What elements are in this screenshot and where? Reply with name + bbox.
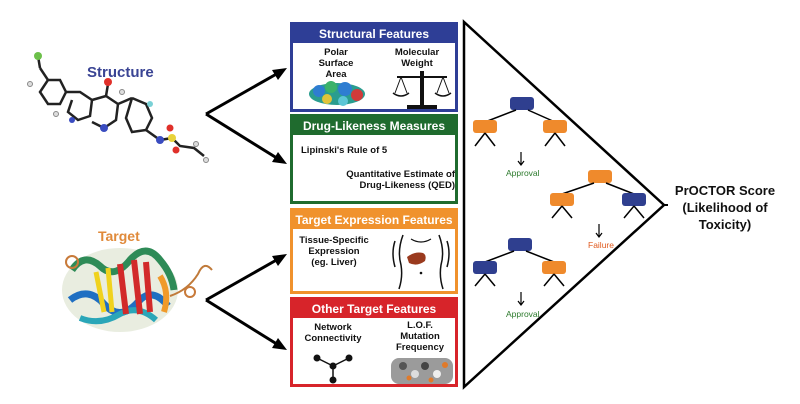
other-target-header: Other Target Features: [293, 300, 455, 318]
score-line-2: (Likelihood of: [682, 200, 768, 215]
structure-title: Structure: [87, 64, 154, 81]
arrowhead-structural: [272, 68, 287, 80]
target-title: Target: [98, 228, 140, 244]
drug-likeness-header: Drug-Likeness Measures: [293, 117, 455, 135]
outcome-approval-1: Approval: [506, 168, 540, 178]
arrowhead-other: [272, 338, 287, 350]
decision-tree-3: [473, 238, 566, 306]
protein-structure-icon: [391, 358, 453, 384]
score-line-1: PrOCTOR Score: [674, 183, 776, 198]
tree-node-blue: [473, 261, 497, 274]
score-triangle: [462, 19, 666, 390]
torso-icon: [392, 234, 450, 290]
lipinski-label: Lipinski's Rule of 5: [301, 145, 388, 156]
molecule-atoms-icon: [27, 52, 209, 163]
lof-mutation-label: L.O.F. Mutation Frequency: [395, 320, 445, 353]
structural-features-box: Structural Features Polar Surface Area M…: [290, 22, 458, 112]
arrow-target-icon: [205, 256, 281, 348]
network-icon: [313, 354, 353, 384]
tissue-expression-label: Tissue-Specific Expression (eg. Liver): [299, 235, 369, 268]
arrowhead-druglike: [272, 152, 287, 164]
tree-node-blue: [622, 193, 646, 206]
arrow-structure-icon: [205, 70, 281, 162]
surface-blob-icon: [309, 81, 365, 106]
decision-tree-1: [473, 97, 567, 166]
drug-likeness-box: Drug-Likeness Measures Lipinski's Rule o…: [290, 114, 458, 204]
molecular-weight-label: Molecular Weight: [394, 47, 440, 69]
proctor-score-label: PrOCTOR Score (Likelihood of Toxicity): [670, 182, 780, 233]
tree-node-orange: [588, 170, 612, 183]
tree-node-blue: [508, 238, 532, 251]
arrowhead-expression: [272, 254, 287, 266]
score-line-3: Toxicity): [698, 217, 752, 232]
scale-icon: [392, 71, 452, 109]
polar-surface-area-label: Polar Surface Area: [318, 47, 354, 80]
protein-icon: [62, 247, 213, 332]
tree-node-orange: [543, 120, 567, 133]
outcome-approval-2: Approval: [506, 309, 540, 319]
tree-node-orange: [550, 193, 574, 206]
network-connectivity-label: Network Connectivity: [304, 322, 362, 344]
target-expression-header: Target Expression Features: [293, 211, 455, 229]
decision-tree-2: [550, 170, 646, 238]
tree-node-orange: [542, 261, 566, 274]
tree-node-orange: [473, 120, 497, 133]
other-target-box: Other Target Features Network Connectivi…: [290, 297, 458, 387]
target-expression-box: Target Expression Features Tissue-Specif…: [290, 208, 458, 294]
tree-node-blue: [510, 97, 534, 110]
qed-label: Quantitative Estimate of Drug-Likeness (…: [346, 169, 455, 191]
structural-features-header: Structural Features: [293, 25, 455, 43]
outcome-failure: Failure: [588, 240, 614, 250]
